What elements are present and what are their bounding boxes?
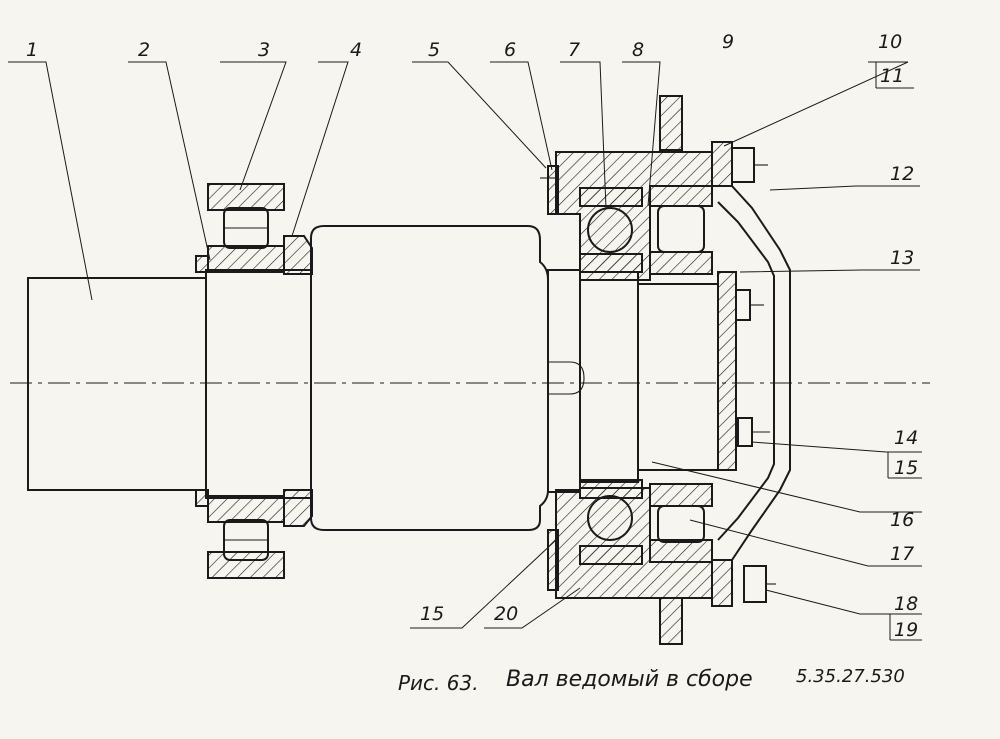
drawing-code: 5.35.27.530 — [796, 666, 905, 687]
left-bearing — [207, 183, 285, 579]
end-plate-13 — [717, 271, 737, 471]
part-label-14: 14 — [894, 427, 918, 449]
bolt-14 — [737, 417, 770, 447]
ball-bearing — [579, 187, 643, 565]
caption-title: Вал ведомый в сборе — [506, 667, 753, 692]
part-label-4: 4 — [350, 39, 362, 61]
ring-2 — [195, 255, 209, 273]
part-label-11: 11 — [880, 65, 904, 87]
part-label-1: 1 — [26, 39, 38, 61]
part-label-12: 12 — [890, 163, 914, 185]
seal-6 — [547, 165, 559, 215]
part-label-13: 13 — [890, 247, 914, 269]
part-label-19: 19 — [894, 619, 918, 641]
part-label-5: 5 — [428, 39, 440, 61]
part-label-15-lower: 15 — [420, 603, 444, 625]
leader-lines — [8, 61, 922, 641]
part-label-3: 3 — [258, 39, 270, 61]
caption: Рис. 63. Вал ведомый в сборе 5.35.27.530 — [398, 666, 905, 695]
part-label-9: 9 — [722, 31, 734, 53]
caption-figure: Рис. 63. — [398, 671, 479, 695]
part-label-20: 20 — [494, 603, 518, 625]
ring-2-lower — [195, 489, 209, 507]
part-label-7: 7 — [568, 39, 580, 61]
bushing-4-lower — [283, 489, 313, 527]
cover-12-inner — [717, 201, 775, 541]
part-label-18: 18 — [894, 593, 918, 615]
cover-12 — [731, 185, 791, 561]
bolt-18 — [743, 565, 776, 603]
housing — [555, 95, 733, 645]
part-label-10: 10 — [878, 31, 902, 53]
roller-bearing — [649, 185, 713, 563]
part-labels: 1 2 3 4 5 6 7 8 9 10 11 12 13 14 15 16 1… — [26, 31, 918, 641]
bolt-13 — [735, 289, 764, 321]
part-label-15: 15 — [894, 457, 918, 479]
part-label-8: 8 — [632, 39, 644, 61]
part-label-16: 16 — [890, 509, 914, 531]
part-label-17: 17 — [890, 543, 914, 565]
part-label-6: 6 — [504, 39, 516, 61]
part-label-2: 2 — [138, 39, 150, 61]
bushing-4 — [283, 235, 313, 275]
bolt-10 — [731, 147, 768, 183]
seal-15 — [547, 529, 559, 591]
